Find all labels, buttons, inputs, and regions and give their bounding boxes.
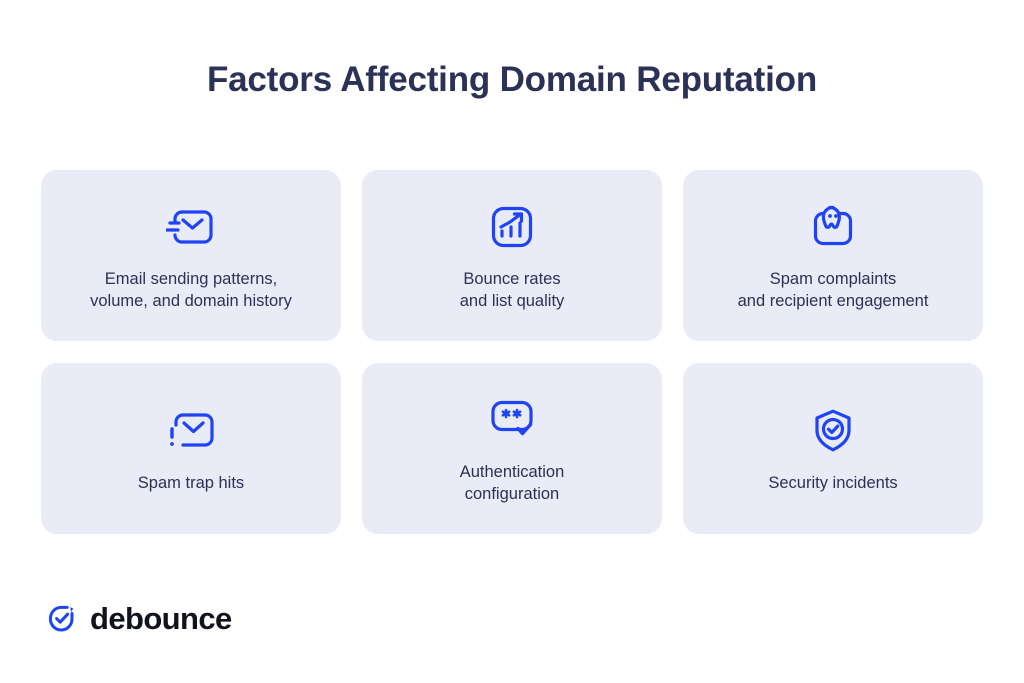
envelope-alert-icon [164,404,218,458]
factor-card-label: Security incidents [768,473,898,492]
factor-card-label: Authentication configuration [459,462,565,503]
factor-card-spam-complaints: Spam complaints and recipient engagement [683,170,983,341]
password-check-icon [485,393,539,447]
factor-card-label: Bounce rates and list quality [459,269,565,310]
factor-card-email-sending-patterns: Email sending patterns, volume, and doma… [41,170,341,341]
factor-card-label: Spam trap hits [137,473,245,492]
factor-card-authentication-configuration: Authentication configuration [362,363,662,534]
growth-chart-icon [485,200,539,254]
factor-card-label: Spam complaints and recipient engagement [737,269,929,310]
factor-card-bounce-rates: Bounce rates and list quality [362,170,662,341]
brand-logo: debounce [46,603,232,634]
factor-card-security-incidents: Security incidents [683,363,983,534]
brand-name: debounce [90,601,232,636]
envelope-sending-icon [164,200,218,254]
page-title: Factors Affecting Domain Reputation [206,60,818,99]
spam-face-icon [806,200,860,254]
factor-card-spam-trap-hits: Spam trap hits [41,363,341,534]
factor-card-grid: Email sending patterns, volume, and doma… [41,170,983,534]
factor-card-label: Email sending patterns, volume, and doma… [90,269,292,310]
shield-check-icon [806,404,860,458]
circle-check-icon [46,603,77,634]
